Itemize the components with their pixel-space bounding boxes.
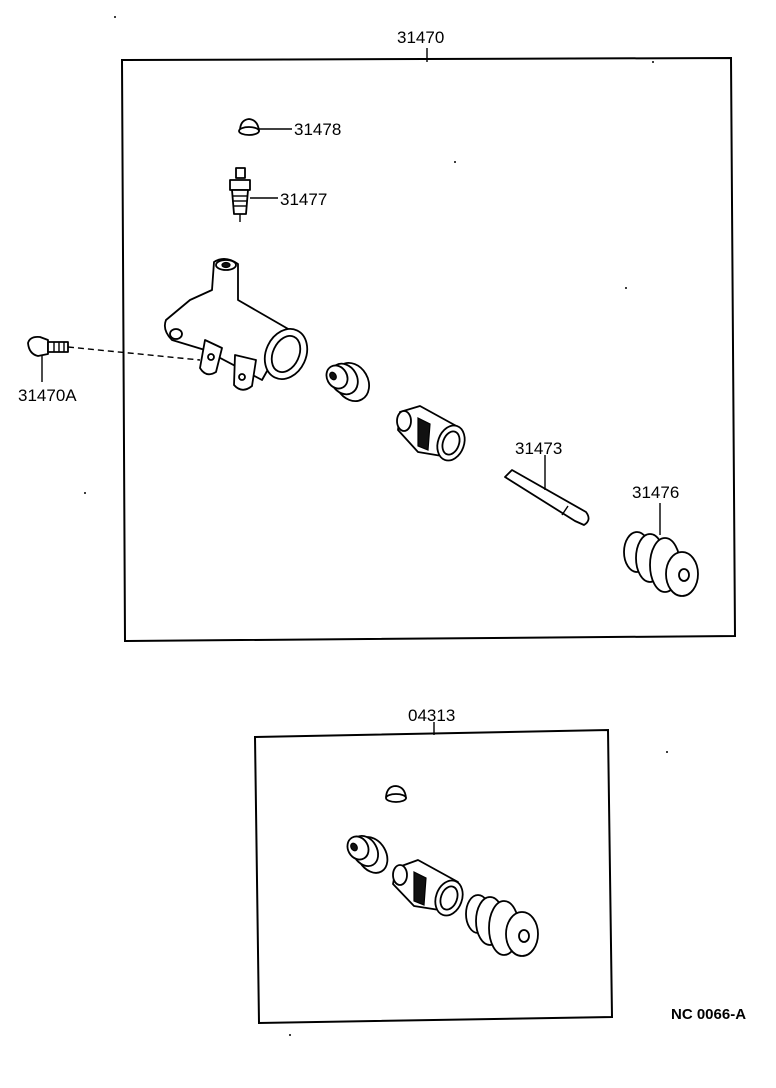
drawing-code: NC 0066-A: [671, 1006, 746, 1023]
push-rod-part: [504, 455, 590, 526]
boot-part: [623, 503, 699, 597]
scan-specks: [84, 16, 668, 1036]
kit-31470-label: 31470: [397, 28, 444, 47]
union-bolt-part: [27, 335, 201, 382]
kit-04313-frame: [253, 728, 614, 1025]
cylinder-cup-part: [325, 362, 370, 402]
callout-31473: 31473: [515, 439, 562, 458]
bleeder-plug-part: [229, 167, 278, 222]
kit-31470-group: 31470 31478 31477: [18, 28, 737, 643]
repair-cap-part: [385, 785, 407, 803]
kit-31470-frame: [120, 56, 737, 643]
kit-04313-group: 04313: [253, 706, 614, 1025]
piston-part: [396, 405, 466, 462]
repair-cup-part: [346, 835, 389, 874]
bleeder-cap-part: [238, 118, 292, 136]
repair-piston-part: [392, 859, 464, 917]
cylinder-body-part: [163, 258, 309, 391]
kit-04313-label: 04313: [408, 706, 455, 725]
callout-31477: 31477: [280, 190, 327, 209]
callout-31476: 31476: [632, 483, 679, 502]
repair-boot-part: [465, 894, 539, 957]
callout-31478: 31478: [294, 120, 341, 139]
callout-31470A: 31470A: [18, 386, 77, 405]
